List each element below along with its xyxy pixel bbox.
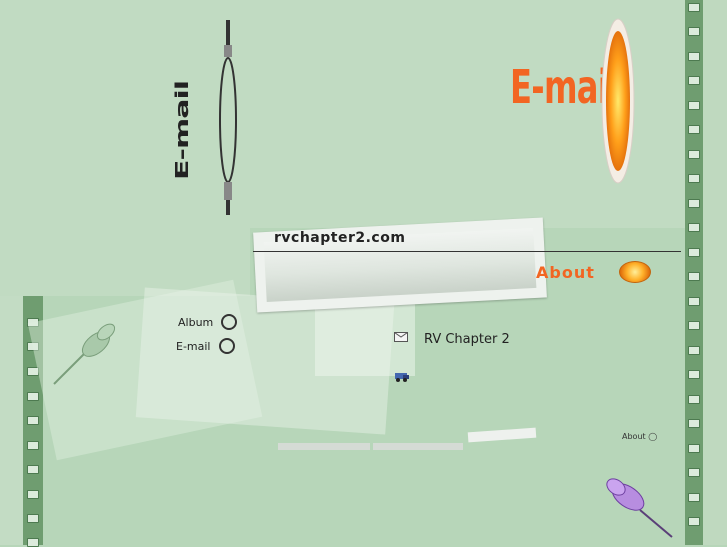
orange-capsule-icon[interactable] [599,16,637,186]
decorative-bar [467,427,537,443]
left-film-strip [23,296,43,547]
album-radio[interactable] [221,314,238,330]
right-edge [703,0,727,545]
dark-capsule-icon[interactable] [218,20,238,215]
envelope-icon[interactable] [394,332,408,342]
purple-pushpin-icon [606,478,673,538]
pushpin-icon [53,323,116,385]
site-title: rvchapter2.com [274,230,406,246]
nav-email-label[interactable]: E-mail [176,339,211,353]
nav-album-label[interactable]: Album [178,315,214,329]
nav-email[interactable]: E-mail [176,338,235,354]
title-divider [253,251,681,252]
decorative-bar [373,443,463,450]
rv-chapter-heading: RV Chapter 2 [424,332,510,347]
decorative-bar [278,443,370,450]
about-oval-icon[interactable] [619,261,651,283]
right-film-strip [685,0,703,545]
rv-icon[interactable] [394,371,410,383]
email-radio[interactable] [218,338,235,354]
small-about-link[interactable]: About ◯ [622,432,658,441]
email-orange-label[interactable]: E-mail [510,60,619,114]
email-dark-label[interactable]: E-mail [172,80,193,180]
left-edge [0,296,23,545]
nav-about[interactable]: About [536,263,595,282]
nav-album[interactable]: Album [178,314,238,330]
